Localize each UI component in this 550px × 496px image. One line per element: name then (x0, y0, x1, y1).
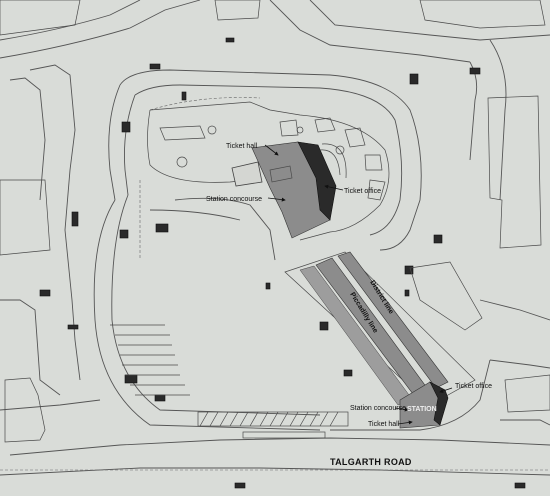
label-station-concourse-bottom: Station concourse (350, 405, 406, 412)
forecourt-strip (197, 411, 349, 439)
label-station-concourse-top: Station concourse (206, 196, 262, 203)
parking-area (110, 324, 190, 396)
surrounding-blocks (0, 0, 550, 443)
lower-station-building (399, 381, 449, 429)
upper-station-building (231, 141, 347, 239)
street-furniture (39, 37, 526, 489)
label-ticket-office-bottom: Ticket office (455, 383, 492, 390)
surrounding-streets (0, 0, 550, 476)
annotation-arrows (264, 144, 453, 425)
label-station: STATION (407, 406, 437, 413)
inner-island (147, 101, 390, 241)
label-road: TALGARTH ROAD (330, 457, 412, 467)
gyratory-roads (93, 69, 491, 431)
label-ticket-hall-top: Ticket hall (226, 143, 258, 150)
label-ticket-office-top: Ticket office (344, 188, 381, 195)
label-ticket-hall-bottom: Ticket hall (368, 421, 400, 428)
platforms (284, 251, 483, 406)
